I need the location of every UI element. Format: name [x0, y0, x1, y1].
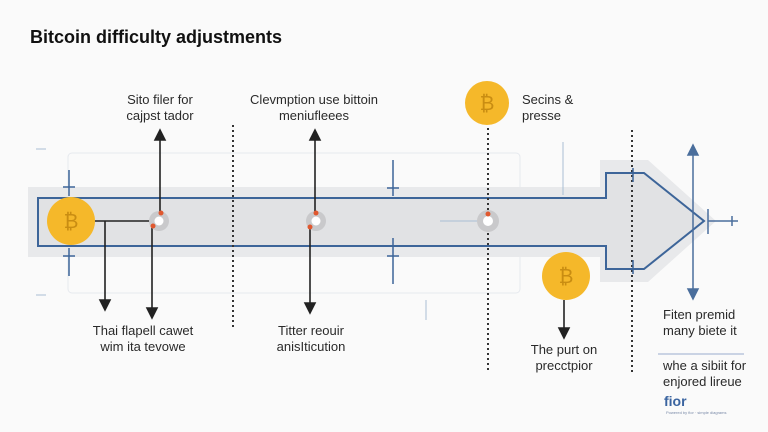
node-1 [149, 210, 169, 231]
faint-arrows [36, 142, 564, 320]
bitcoin-coin-icon: ₿ [465, 81, 509, 125]
bitcoin-coin-icon: ₿ [542, 252, 590, 300]
label-line: enjored lireue [663, 374, 742, 389]
label-line: Titter reouir [278, 323, 344, 338]
range-arrow [686, 143, 738, 301]
label-line: anisIticution [276, 339, 346, 354]
process-arrow [37, 172, 706, 270]
label-line: Thai flapell cawet [92, 323, 194, 338]
svg-text:₿: ₿ [559, 264, 574, 288]
footer-logo: fior [664, 393, 687, 409]
label-top-right: Secins &presse [522, 92, 573, 124]
node-3 [477, 210, 499, 232]
svg-text:₿: ₿ [480, 91, 495, 115]
label-line: many biete it [663, 323, 737, 338]
label-line: The purt on [530, 342, 598, 357]
label-line: precctpior [535, 358, 593, 373]
label-line: Secins & [522, 92, 574, 107]
label-line: meniufleees [278, 108, 350, 123]
bitcoin-coin-icon: ₿ [47, 197, 95, 245]
page-title: Bitcoin difficulty adjustments [30, 27, 283, 47]
label-line: presse [522, 108, 562, 123]
svg-text:₿: ₿ [64, 209, 79, 233]
label-line: whe a sibiit for [663, 358, 747, 373]
label-line: wim ita tevowe [100, 339, 186, 354]
tick-markers [63, 160, 634, 284]
label-line: Clevmption use bittoin [250, 92, 378, 107]
label-line: cajpst tador [126, 108, 194, 123]
connector-arrows [76, 128, 571, 340]
node-2 [306, 210, 326, 231]
footer-caption: Powered by fior · simple diagrams [666, 410, 727, 415]
label-line: Sito filer for [127, 92, 193, 107]
label-line: Fiten premid [663, 307, 736, 322]
